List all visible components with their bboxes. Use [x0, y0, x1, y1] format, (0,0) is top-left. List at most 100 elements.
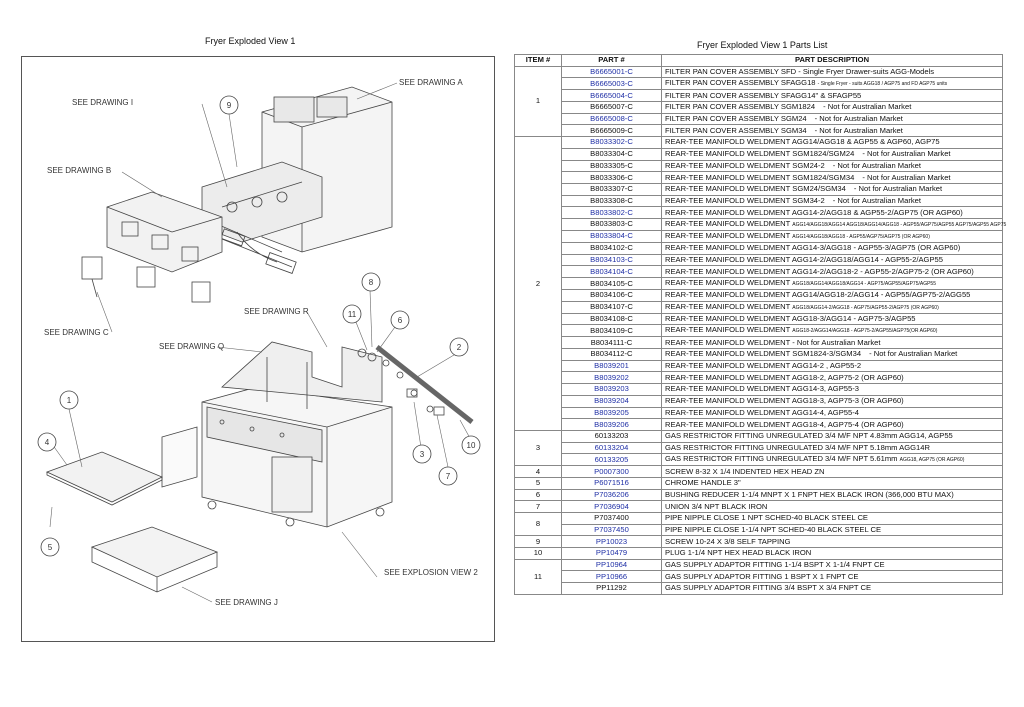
part-description-cell: REAR-TEE MANIFOLD WELDMENT - Not for Aus… — [661, 336, 1003, 350]
part-description-cell: UNION 3/4 NPT BLACK IRON — [661, 500, 1003, 513]
part-number-cell: B8034112-C — [561, 348, 662, 361]
header-part: PART # — [561, 54, 662, 67]
part-number-cell[interactable]: P6071516 — [561, 476, 662, 490]
description-text: FILTER PAN COVER ASSEMBLY SGM34 — [665, 125, 807, 135]
header-description: PART DESCRIPTION — [661, 54, 1003, 67]
filter-pan-drawer — [90, 526, 219, 593]
part-number-cell[interactable]: B8039206 — [561, 418, 662, 431]
balloon-8: 8 — [369, 278, 374, 287]
part-description-cell: BUSHING REDUCER 1-1/4 MNPT X 1 FNPT HEX … — [661, 488, 1003, 502]
description-text: REAR-TEE MANIFOLD WELDMENT AGG14-2/AGG18… — [665, 207, 963, 217]
part-number-cell[interactable]: PP10964 — [561, 558, 662, 572]
description-text: REAR-TEE MANIFOLD WELDMENT SGM24-2 — [665, 160, 825, 170]
part-number-cell[interactable]: B8039202 — [561, 371, 662, 385]
callout-drawing-c: SEE DRAWING C — [44, 328, 109, 337]
part-description-cell: REAR-TEE MANIFOLD WELDMENT AGG14-2 , AGP… — [661, 359, 1003, 373]
description-text: REAR-TEE MANIFOLD WELDMENT AGG14-2/AGG18… — [665, 254, 943, 264]
part-number-cell[interactable]: 60133205 — [561, 453, 662, 467]
callout-drawing-q: SEE DRAWING Q — [159, 342, 224, 351]
part-description-cell: GAS RESTRICTOR FITTING UNREGULATED 3/4 M… — [661, 453, 1003, 467]
part-description-cell: FILTER PAN COVER ASSEMBLY SGM24- Not for… — [661, 112, 1003, 126]
description-text: GAS RESTRICTOR FITTING UNREGULATED 3/4 M… — [665, 431, 953, 441]
part-number-cell: B6665009-C — [561, 124, 662, 138]
description-text: REAR-TEE MANIFOLD WELDMENT SGM34-2 — [665, 195, 825, 205]
description-text: CHROME HANDLE 3" — [665, 478, 741, 488]
item-balloons — [37, 95, 481, 557]
part-description-cell: REAR-TEE MANIFOLD WELDMENT AGG18-3, AGP7… — [661, 394, 1003, 408]
description-text: GAS SUPPLY ADAPTOR FITTING 1-1/4 BSPT X … — [665, 560, 885, 570]
description-text: REAR-TEE MANIFOLD WELDMENT AGG14-4, AGP5… — [665, 407, 859, 417]
part-description-cell: PLUG 1-1/4 NPT HEX HEAD BLACK IRON — [661, 547, 1003, 560]
part-number-cell[interactable]: P7037450 — [561, 523, 662, 537]
part-number-cell[interactable]: B8039201 — [561, 359, 662, 373]
item-number-cell: 8 — [514, 511, 562, 537]
part-number-cell[interactable]: 60133204 — [561, 441, 662, 455]
description-text: REAR-TEE MANIFOLD WELDMENT — [665, 230, 791, 240]
balloon-3: 3 — [420, 450, 425, 459]
part-number-cell[interactable]: P7036206 — [561, 488, 662, 502]
description-text: REAR-TEE MANIFOLD WELDMENT AGG14/AGG18 &… — [665, 137, 940, 147]
market-note: - Not for Australian Market — [814, 114, 903, 124]
part-number-cell[interactable]: B8039205 — [561, 406, 662, 420]
description-text: FILTER PAN COVER ASSEMBLY SFAGG14" & SFA… — [665, 90, 862, 100]
description-text: FILTER PAN COVER ASSEMBLY SGM1824 — [665, 102, 816, 112]
item-number-cell: 6 — [514, 488, 562, 502]
part-description-cell: REAR-TEE MANIFOLD WELDMENT AGG14/AGG18-2… — [661, 289, 1003, 302]
part-description-cell: FILTER PAN COVER ASSEMBLY SFD - Single F… — [661, 65, 1003, 79]
description-fineprint: AGG14/AGG18/AGG18 - AGP55/AGP75/AGP75 (O… — [792, 233, 930, 240]
part-number-cell[interactable]: B8039203 — [561, 383, 662, 396]
market-note: - Not for Australian Market — [814, 125, 903, 135]
fryer-exploded-diagram: 9 1 2 3 4 5 8 6 7 10 11 SEE DRAWING A SE… — [37, 78, 481, 607]
part-description-cell: GAS SUPPLY ADAPTOR FITTING 1 BSPT X 1 FN… — [661, 570, 1003, 584]
part-number-cell[interactable]: B6665001-C — [561, 65, 662, 79]
part-description-cell: PIPE NIPPLE CLOSE 1 NPT SCHED-40 BLACK S… — [661, 512, 1003, 525]
part-number-cell[interactable]: PP10966 — [561, 570, 662, 584]
part-description-cell: CHROME HANDLE 3" — [661, 476, 1003, 490]
part-number-cell: B8034107-C — [561, 300, 662, 314]
part-description-cell: GAS SUPPLY ADAPTOR FITTING 1-1/4 BSPT X … — [661, 558, 1003, 572]
item-number-cell: 3 — [514, 429, 562, 467]
part-description-cell: SCREW 10-24 X 3/8 SELF TAPPING — [661, 535, 1003, 549]
part-number-cell[interactable]: P0007300 — [561, 465, 662, 478]
part-number-cell[interactable]: B6665008-C — [561, 112, 662, 126]
description-text: REAR-TEE MANIFOLD WELDMENT AGG18-4, AGP7… — [665, 419, 904, 429]
market-note: - Not for Australian Market — [832, 195, 921, 205]
description-fineprint: AGG18/AGG14/AGG18/AGG14 - AGP75/AGP55/AG… — [792, 281, 936, 287]
part-number-cell[interactable]: B8034103-C — [561, 253, 662, 267]
balloon-5: 5 — [48, 543, 53, 552]
part-number-cell[interactable]: B8039204 — [561, 394, 662, 408]
part-number-cell[interactable]: B8033802-C — [561, 206, 662, 219]
part-number-cell: B8034102-C — [561, 241, 662, 255]
header-item: ITEM # — [514, 54, 562, 67]
leader-lines — [46, 82, 472, 603]
part-description-cell: GAS SUPPLY ADAPTOR FITTING 3/4 BSPT X 3/… — [661, 582, 1003, 595]
part-number-cell[interactable]: PP10023 — [561, 535, 662, 549]
description-text: REAR-TEE MANIFOLD WELDMENT — [665, 325, 791, 335]
part-number-cell[interactable]: P7036904 — [561, 500, 662, 513]
part-number-cell[interactable]: B8033302-C — [561, 136, 662, 149]
description-text: PIPE NIPPLE CLOSE 1-1/4 NPT SCHED-40 BLA… — [665, 525, 882, 535]
part-description-cell: REAR-TEE MANIFOLD WELDMENT SGM1824-3/SGM… — [661, 348, 1003, 361]
description-text: GAS SUPPLY ADAPTOR FITTING 3/4 BSPT X 3/… — [665, 583, 872, 593]
part-number-cell[interactable]: B8033804-C — [561, 229, 662, 243]
description-text: GAS RESTRICTOR FITTING UNREGULATED 3/4 M… — [665, 454, 898, 464]
part-number-cell[interactable]: B6665003-C — [561, 77, 662, 91]
item-number-cell: 10 — [514, 547, 562, 560]
description-text: REAR-TEE MANIFOLD WELDMENT — [665, 301, 791, 311]
balloon-11: 11 — [348, 310, 357, 319]
part-number-cell[interactable]: PP10479 — [561, 547, 662, 560]
part-number-cell[interactable]: B6665004-C — [561, 89, 662, 103]
description-text: PLUG 1-1/4 NPT HEX HEAD BLACK IRON — [665, 548, 812, 558]
callout-drawing-j: SEE DRAWING J — [215, 598, 278, 607]
part-number-cell[interactable]: B8034104-C — [561, 265, 662, 278]
part-description-cell: GAS RESTRICTOR FITTING UNREGULATED 3/4 M… — [661, 429, 1003, 443]
